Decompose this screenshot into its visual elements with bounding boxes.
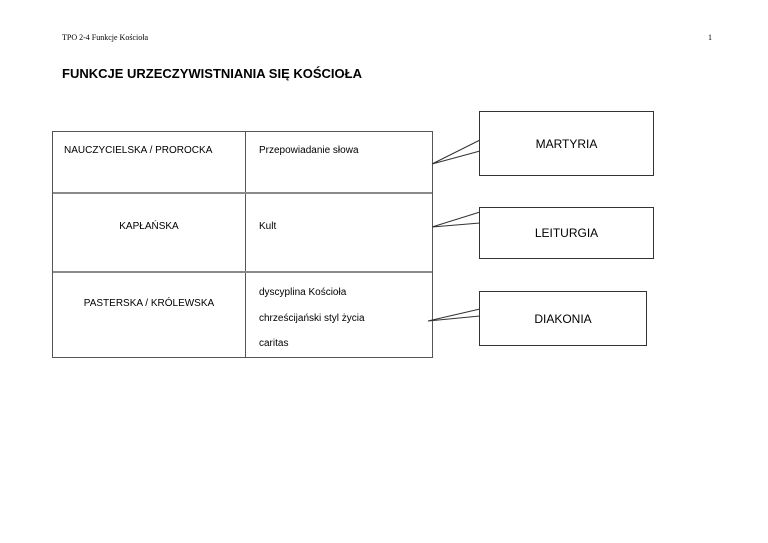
- page-number: 1: [708, 33, 712, 42]
- function-label: KAPŁAŃSKA: [119, 221, 179, 232]
- document-header-label: TPO 2-4 Funkcje Kościoła: [62, 33, 148, 42]
- column-divider: [245, 194, 246, 271]
- column-divider: [245, 132, 246, 192]
- activity-label: Kult: [259, 221, 277, 232]
- table-row: NAUCZYCIELSKA / PROROCKA Przepowiadanie …: [53, 132, 432, 194]
- activity-label: Przepowiadanie słowa: [259, 145, 359, 156]
- leiturgia-pointer: [431, 211, 481, 228]
- function-label: PASTERSKA / KRÓLEWSKA: [83, 298, 215, 309]
- column-divider: [245, 273, 246, 357]
- activity-label: chrześcijański styl życia: [259, 313, 365, 324]
- activity-label: caritas: [259, 338, 289, 349]
- table-row: KAPŁAŃSKA Kult: [53, 194, 432, 273]
- page-title: FUNKCJE URZECZYWISTNIANIA SIĘ KOŚCIOŁA: [62, 66, 362, 81]
- activity-label: dyscyplina Kościoła: [259, 287, 347, 298]
- callout-leiturgia: LEITURGIA: [479, 207, 654, 259]
- function-label: NAUCZYCIELSKA / PROROCKA: [64, 145, 213, 156]
- diakonia-pointer: [427, 308, 481, 322]
- functions-table: NAUCZYCIELSKA / PROROCKA Przepowiadanie …: [52, 131, 433, 358]
- callout-martyria: MARTYRIA: [479, 111, 654, 176]
- callout-diakonia: DIAKONIA: [479, 291, 647, 346]
- table-row: PASTERSKA / KRÓLEWSKA dyscyplina Kościoł…: [53, 273, 432, 357]
- martyria-pointer: [431, 139, 481, 165]
